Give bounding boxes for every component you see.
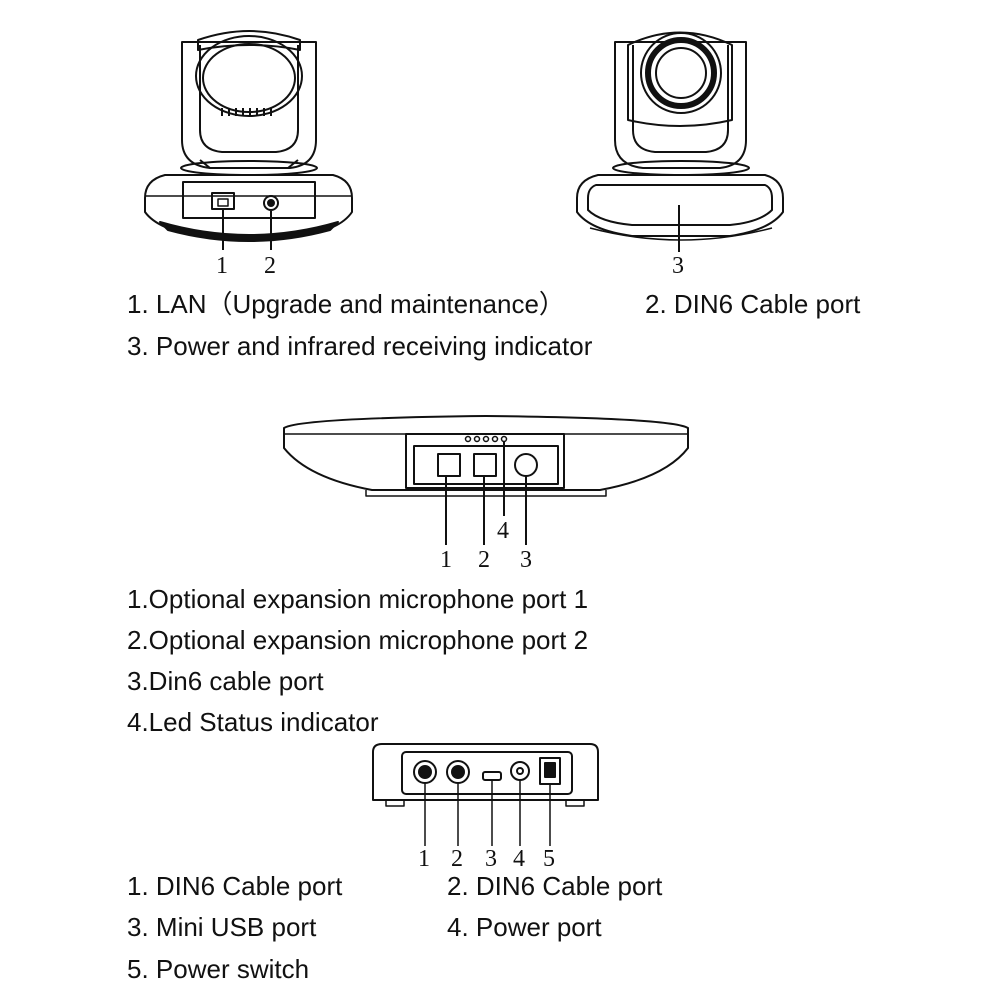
speakerphone-rear-view [283, 415, 689, 497]
caption-din6-port-2: 2. DIN6 Cable port [447, 871, 663, 901]
callout-number: 3 [672, 253, 684, 279]
caption-led-indicator: 4.Led Status indicator [127, 707, 379, 737]
caption-din6-cable-port: 2. DIN6 Cable port [645, 289, 861, 319]
mic-expansion-port-1 [437, 453, 461, 477]
caption-mic-port-2: 2.Optional expansion microphone port 2 [127, 625, 589, 655]
caption-din6-port-1: 1. DIN6 Cable port [127, 871, 343, 901]
callout-number: 2 [451, 846, 463, 872]
mic-expansion-port-2 [473, 453, 497, 477]
caption-mic-port-1: 1.Optional expansion microphone port 1 [127, 584, 589, 614]
caption-mini-usb-port: 3. Mini USB port [127, 912, 317, 942]
caption-power-ir-indicator: 3. Power and infrared receiving indicato… [127, 331, 593, 361]
callout-number: 3 [485, 846, 497, 872]
caption-lan: 1. LAN（Upgrade and maintenance） [127, 289, 565, 319]
mini-usb-port [482, 771, 502, 781]
callout-number: 1 [418, 846, 430, 872]
caption-power-switch: 5. Power switch [127, 954, 310, 984]
din6-port [514, 453, 538, 477]
din6-port [263, 195, 279, 211]
callout-number: 2 [264, 253, 276, 279]
camera-rear-view [144, 30, 353, 242]
camera-front-view [576, 31, 784, 241]
hub-box-rear-view [372, 743, 599, 807]
led-status-indicator [464, 435, 508, 443]
caption-din6-port: 3.Din6 cable port [127, 666, 324, 696]
callout-number: 4 [497, 518, 509, 544]
lan-port [211, 192, 235, 210]
caption-power-port: 4. Power port [447, 912, 602, 942]
callout-number: 1 [216, 253, 228, 279]
callout-number: 5 [543, 846, 555, 872]
callout-number: 3 [520, 547, 532, 573]
callout-number: 1 [440, 547, 452, 573]
callout-number: 2 [478, 547, 490, 573]
power-port [510, 761, 530, 781]
callout-number: 4 [513, 846, 525, 872]
camera-lens [640, 32, 722, 114]
